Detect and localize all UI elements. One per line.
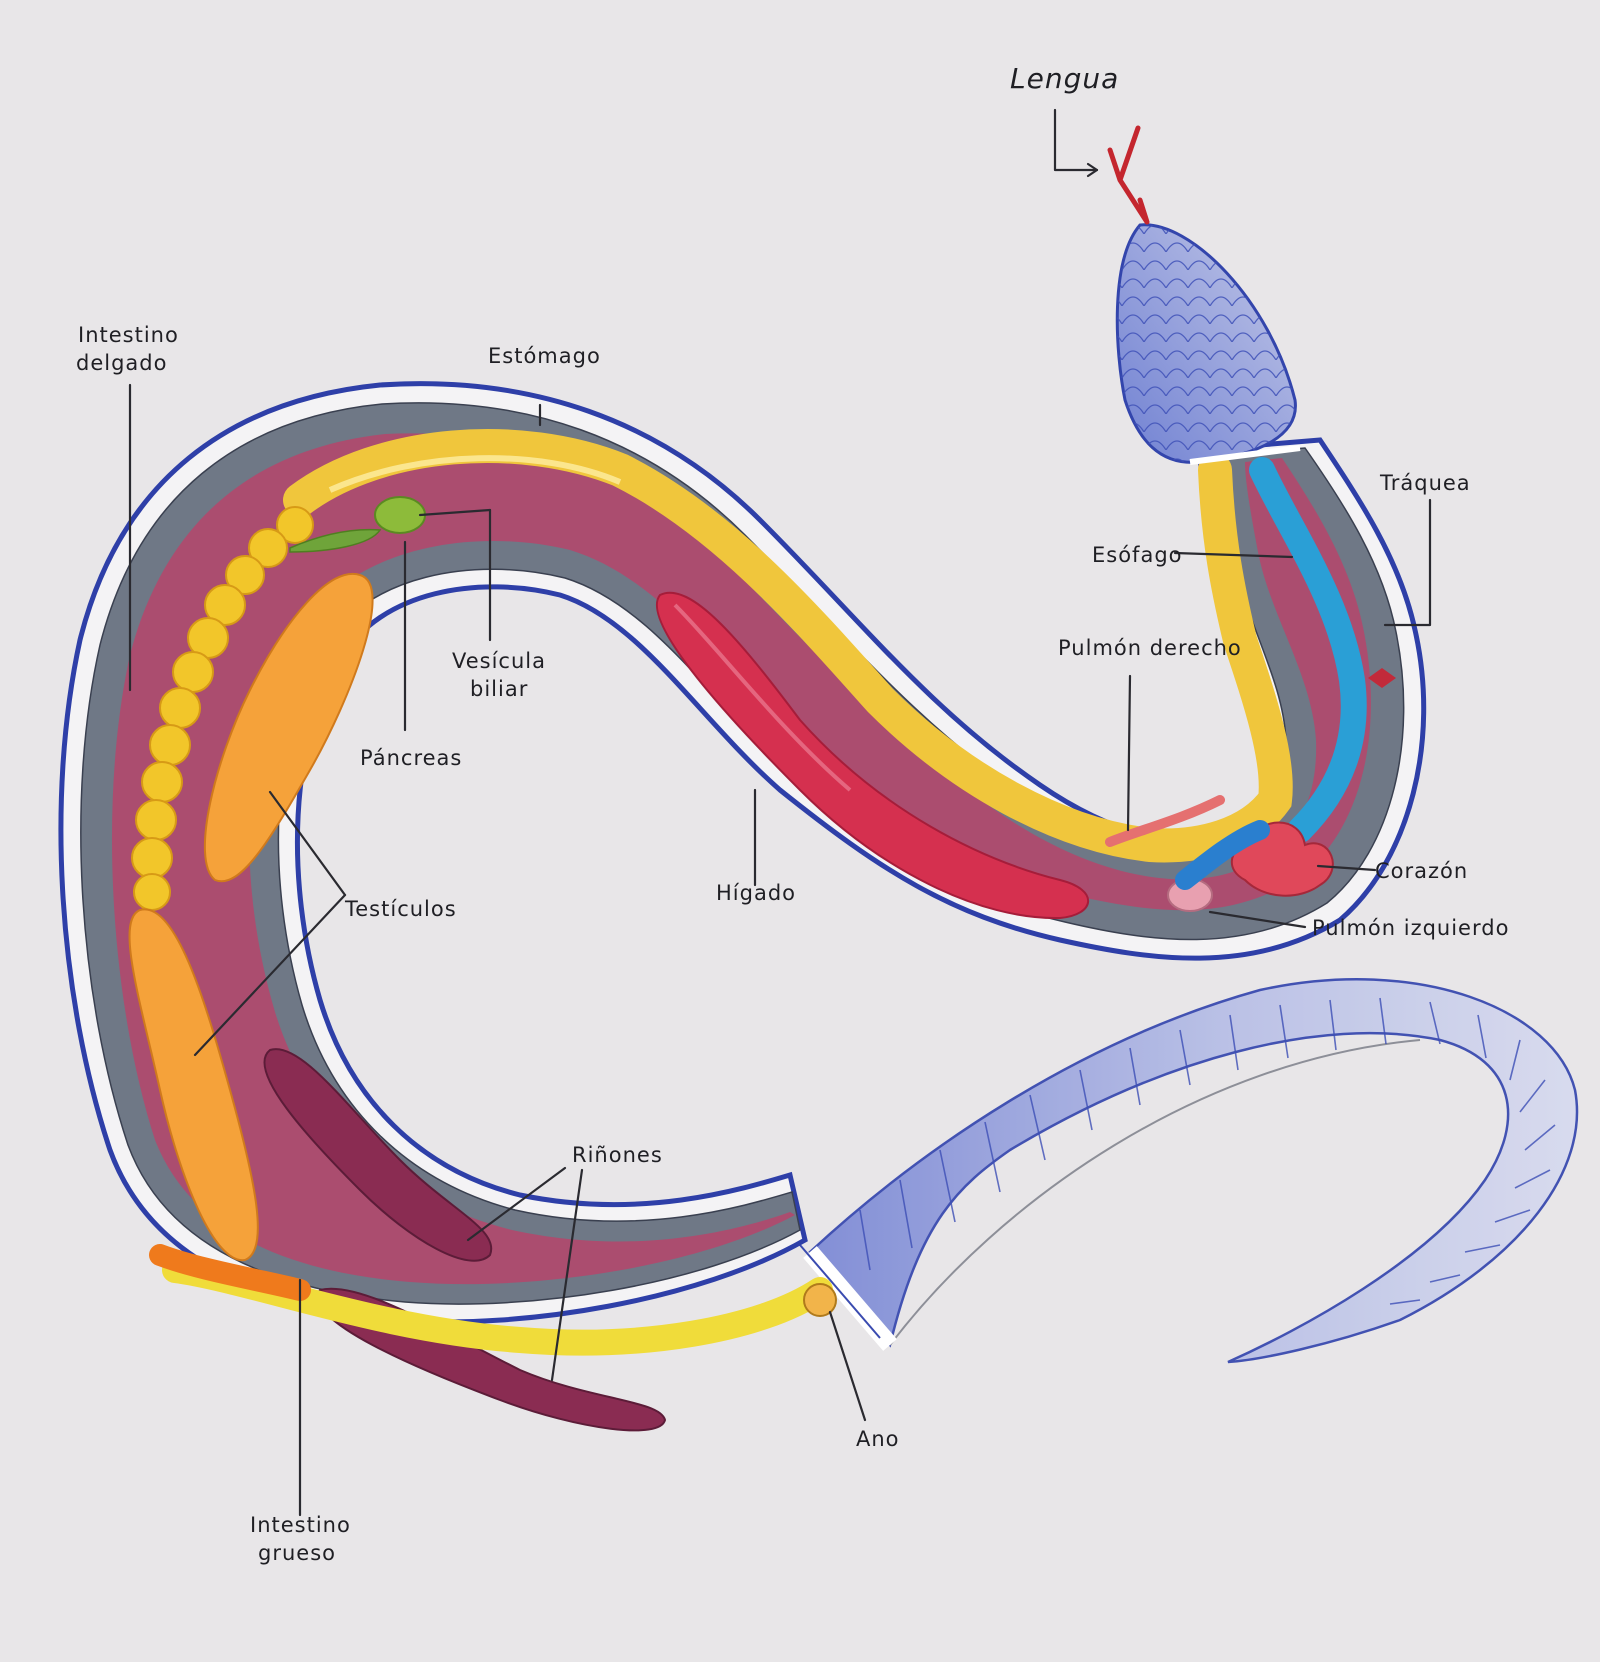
small-intestine [131,506,314,911]
kidney-upper [263,1048,493,1262]
anus [803,1283,837,1317]
head [1107,125,1301,465]
gallbladder [374,496,426,534]
right-lung [1105,795,1225,847]
pancreas [289,528,382,553]
label-testiculos: Testículos [344,897,457,921]
label-estomago: Estómago [488,344,601,368]
label-vesicula-1: Vesícula [452,649,546,673]
label-higado: Hígado [716,881,796,905]
liver [655,591,1090,920]
organs [128,429,1396,1432]
label-pancreas: Páncreas [360,746,462,770]
tail [799,978,1579,1364]
leader-lines [128,108,1432,1517]
label-rinones: Riñones [572,1143,663,1167]
label-ano: Ano [856,1427,900,1451]
label-esofago: Esófago [1092,543,1183,567]
label-lengua: Lengua [1010,62,1119,95]
label-corazon: Corazón [1375,859,1468,883]
label-traquea: Tráquea [1379,471,1471,495]
stomach-esophagus [283,429,1293,863]
testis-lower [128,908,259,1262]
label-vesicula-2: biliar [470,677,528,701]
labels: Lengua Intestino delgado Estómago Tráque… [76,62,1509,1565]
label-intestino-delgado-1: Intestino [78,323,179,347]
label-pulmon-izquierdo: Pulmón izquierdo [1312,916,1509,940]
label-intestino-grueso-2: grueso [258,1541,336,1565]
trachea [1249,457,1367,843]
tongue [1107,125,1150,225]
label-intestino-delgado-2: delgado [76,351,167,375]
label-pulmon-derecho: Pulmón derecho [1058,636,1242,660]
testis-upper [203,572,374,883]
label-intestino-grueso-1: Intestino [250,1513,351,1537]
